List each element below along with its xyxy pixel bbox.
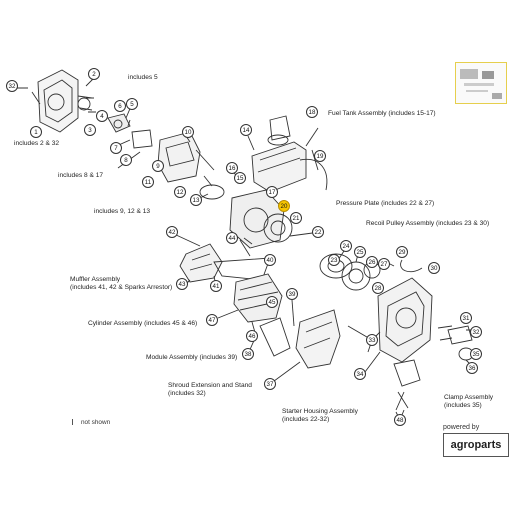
callout-38[interactable]: 38: [242, 348, 254, 360]
callout-15[interactable]: 15: [234, 172, 246, 184]
thumbnail-image: [460, 69, 502, 99]
callout-13[interactable]: 13: [190, 194, 202, 206]
label-fuel-tank-assembly: Fuel Tank Assembly (includes 15-17): [328, 110, 436, 117]
callout-6[interactable]: 6: [114, 100, 126, 112]
callout-43[interactable]: 43: [176, 278, 188, 290]
callout-2[interactable]: 2: [88, 68, 100, 80]
callout-9[interactable]: 9: [152, 160, 164, 172]
callout-31[interactable]: 31: [460, 312, 472, 324]
callout-27[interactable]: 27: [378, 258, 390, 270]
not-shown-legend: not shown: [72, 419, 110, 426]
callout-47[interactable]: 47: [206, 314, 218, 326]
callout-18[interactable]: 18: [306, 106, 318, 118]
callout-42[interactable]: 42: [166, 226, 178, 238]
callout-44[interactable]: 44: [226, 232, 238, 244]
callout-16[interactable]: 16: [226, 162, 238, 174]
callout-7[interactable]: 7: [110, 142, 122, 154]
callout-24[interactable]: 24: [340, 240, 352, 252]
callout-14[interactable]: 14: [240, 124, 252, 136]
callout-3[interactable]: 3: [84, 124, 96, 136]
callout-35[interactable]: 35: [470, 348, 482, 360]
callout-8[interactable]: 8: [120, 154, 132, 166]
callout-33[interactable]: 33: [366, 334, 378, 346]
label-pressure-plate: Pressure Plate (includes 22 & 27): [336, 200, 435, 207]
callout-17[interactable]: 17: [266, 186, 278, 198]
label-module-assembly: Module Assembly (includes 39): [146, 354, 238, 361]
label-includes-8-17: includes 8 & 17: [58, 172, 104, 179]
callout-30[interactable]: 30: [428, 262, 440, 274]
callout-25[interactable]: 25: [354, 246, 366, 258]
callout-34[interactable]: 34: [354, 368, 366, 380]
not-shown-marker: [72, 419, 73, 426]
callout-4[interactable]: 4: [96, 110, 108, 122]
callout-21[interactable]: 21: [290, 212, 302, 224]
callout-37[interactable]: 37: [264, 378, 276, 390]
callout-5[interactable]: 5: [126, 98, 138, 110]
callout-19[interactable]: 19: [314, 150, 326, 162]
callout-22[interactable]: 22: [312, 226, 324, 238]
callout-11[interactable]: 11: [142, 176, 154, 188]
callout-46[interactable]: 46: [246, 330, 258, 342]
label-shroud-extension: Shroud Extension and Stand (includes 32): [168, 382, 252, 397]
callout-10[interactable]: 10: [182, 126, 194, 138]
label-includes-2-32: includes 2 & 32: [14, 140, 60, 147]
label-recoil-pulley-assembly: Recoil Pulley Assembly (includes 23 & 30…: [366, 220, 490, 227]
callout-48[interactable]: 48: [394, 414, 406, 426]
diagram-thumbnail[interactable]: [455, 62, 507, 104]
callout-23[interactable]: 23: [328, 254, 340, 266]
callout-26[interactable]: 26: [366, 256, 378, 268]
label-cylinder-assembly: Cylinder Assembly (includes 45 & 46): [88, 320, 198, 327]
label-includes-5: includes 5: [128, 74, 158, 81]
label-clamp-assembly: Clamp Assembly (includes 35): [444, 394, 494, 409]
callout-32-right[interactable]: 32: [470, 326, 482, 338]
callout-39[interactable]: 39: [286, 288, 298, 300]
callout-40[interactable]: 40: [264, 254, 276, 266]
callout-41[interactable]: 41: [210, 280, 222, 292]
callout-1[interactable]: 1: [30, 126, 42, 138]
callout-45[interactable]: 45: [266, 296, 278, 308]
callout-28[interactable]: 28: [372, 282, 384, 294]
callout-29[interactable]: 29: [396, 246, 408, 258]
brand-block: powered by agroparts: [443, 424, 509, 457]
callout-36[interactable]: 36: [466, 362, 478, 374]
label-starter-housing-assembly: Starter Housing Assembly (includes 22-32…: [282, 408, 358, 423]
callout-12[interactable]: 12: [174, 186, 186, 198]
powered-by-text: powered by: [443, 424, 480, 431]
callout-20[interactable]: 20: [278, 200, 290, 212]
not-shown-text: not shown: [81, 419, 111, 426]
label-muffler-assembly: Muffler Assembly (includes 41, 42 & Spar…: [70, 276, 173, 291]
agroparts-logo[interactable]: agroparts: [443, 433, 509, 457]
label-includes-9-12-13: includes 9, 12 & 13: [94, 208, 151, 215]
callout-32-left[interactable]: 32: [6, 80, 18, 92]
